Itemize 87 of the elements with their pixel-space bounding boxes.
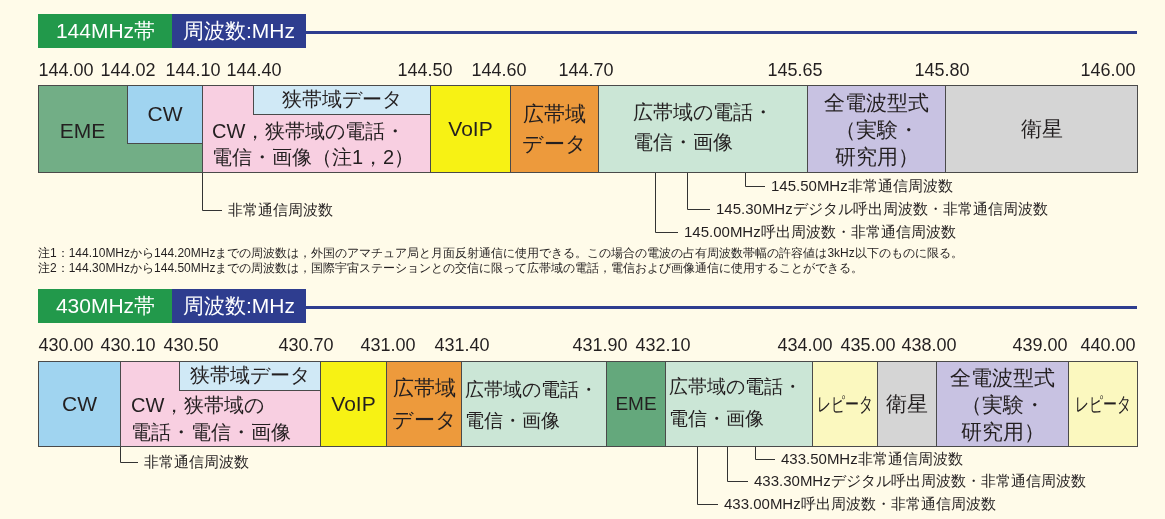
band-segment — [320, 361, 387, 447]
frequency-label: 144.10 — [165, 59, 221, 81]
frequency-label: 430.10 — [100, 334, 156, 356]
leader-line — [687, 172, 711, 210]
frequency-label: 145.80 — [914, 59, 970, 81]
leader-line — [755, 446, 776, 460]
band-label: EME — [615, 392, 657, 416]
band-label: 衛星 — [886, 391, 928, 417]
band-segment — [127, 85, 203, 144]
frequency-label: 440.00 — [1080, 334, 1136, 356]
band-segment — [430, 85, 511, 173]
band-heading: 144MHz帯 — [38, 14, 173, 48]
band-segment — [253, 85, 431, 115]
leader-line — [697, 446, 719, 505]
frequency-label: 430.50 — [163, 334, 219, 356]
band-label: 衛星 — [1020, 116, 1063, 142]
band-label: 全電波型式（実験・研究用） — [950, 364, 1055, 445]
leader-line — [655, 172, 679, 233]
band-segment — [202, 85, 431, 173]
leader-caption: 非常通信周波数 — [138, 453, 263, 471]
leader-caption: 非常通信周波数 — [222, 201, 347, 219]
band-segment — [936, 361, 1069, 447]
leader-caption: 433.00MHz呼出周波数・非常通信周波数 — [718, 495, 1019, 513]
band-segment — [179, 361, 321, 391]
frequency-label: 144.50 — [397, 59, 453, 81]
band-label: VoIP — [448, 116, 493, 142]
band-label: レピータ — [817, 391, 873, 417]
band-label: 広帯域の電話・電信・画像 — [633, 100, 773, 155]
frequency-label: 439.00 — [1012, 334, 1068, 356]
band-label: 狭帯域データ — [282, 87, 402, 112]
frequency-label: 435.00 — [840, 334, 896, 356]
band-segment — [510, 85, 599, 173]
band-label: CW — [147, 101, 183, 127]
band-segment — [1068, 361, 1138, 447]
band-label: 広帯域データ — [522, 101, 587, 157]
frequency-label: 432.10 — [635, 334, 691, 356]
band-label: 狭帯域データ — [190, 363, 310, 388]
band-segment — [598, 85, 808, 173]
leader-line — [120, 446, 139, 463]
leader-line — [745, 172, 766, 187]
band-label: VoIP — [331, 391, 376, 417]
band-segment — [38, 361, 121, 447]
band-label: 全電波型式（実験・研究用） — [824, 89, 929, 170]
band-segment — [606, 361, 666, 447]
frequency-label: 430.70 — [278, 334, 334, 356]
band-segment — [461, 361, 607, 447]
band-label: 広帯域データ — [391, 375, 457, 433]
leader-caption: 145.30MHzデジタル呼出周波数・非常通信周波数 — [710, 200, 1056, 218]
leader-caption: 145.00MHz呼出周波数・非常通信周波数 — [678, 223, 979, 241]
frequency-label: 146.00 — [1080, 59, 1136, 81]
unit-heading: 周波数:MHz — [172, 289, 306, 323]
band-segment — [38, 85, 203, 173]
band-segment — [665, 361, 813, 447]
band-label: 広帯域の電話・電信・画像 — [465, 378, 598, 433]
footnote: 注2：144.30MHzから144.50MHzまでの周波数は，国際宇宙ステーションとの交信に限って広帯域の電話，電信および画像通信に使用することができる。 — [38, 259, 864, 277]
unit-heading: 周波数:MHz — [172, 14, 306, 48]
frequency-label: 431.00 — [360, 334, 416, 356]
band-segment — [807, 85, 946, 173]
band-heading: 430MHz帯 — [38, 289, 173, 323]
frequency-label: 144.60 — [471, 59, 527, 81]
band-label: CW，狭帯域の電話・電信・画像 — [131, 393, 291, 445]
band-segment — [812, 361, 878, 447]
leader-caption: 433.50MHz非常通信周波数 — [775, 450, 1000, 468]
frequency-label: 438.00 — [901, 334, 957, 356]
frequency-label: 144.02 — [100, 59, 156, 81]
frequency-label: 430.00 — [38, 334, 94, 356]
band-label: EME — [59, 118, 106, 144]
band-segment — [877, 361, 937, 447]
footnote: 注1：144.10MHzから144.20MHzまでの周波数は，外国のアマチュア局と月面反射通信に使用できる。この場合の電波の占有周波数帯幅の許容値は3kHz以下のものに限る。 — [38, 244, 963, 262]
leader-line — [727, 446, 749, 482]
band-label: CW — [62, 391, 97, 417]
frequency-label: 144.00 — [38, 59, 94, 81]
band-label: 広帯域の電話・電信・画像 — [669, 375, 802, 431]
band-segment — [120, 361, 321, 447]
frequency-label: 144.70 — [558, 59, 614, 81]
leader-caption: 433.30MHzデジタル呼出周波数・非常通信周波数 — [748, 472, 1094, 490]
band-segment — [945, 85, 1138, 173]
leader-caption: 145.50MHz非常通信周波数 — [765, 177, 990, 195]
frequency-label: 434.00 — [777, 334, 833, 356]
band-label: レピータ — [1075, 391, 1131, 417]
frequency-label: 145.65 — [767, 59, 823, 81]
band-segment — [386, 361, 462, 447]
band-label: CW，狭帯域の電話・電信・画像（注1，2） — [212, 119, 415, 170]
frequency-label: 431.90 — [572, 334, 628, 356]
frequency-label: 431.40 — [434, 334, 490, 356]
frequency-label: 144.40 — [226, 59, 282, 81]
leader-line — [202, 172, 223, 211]
